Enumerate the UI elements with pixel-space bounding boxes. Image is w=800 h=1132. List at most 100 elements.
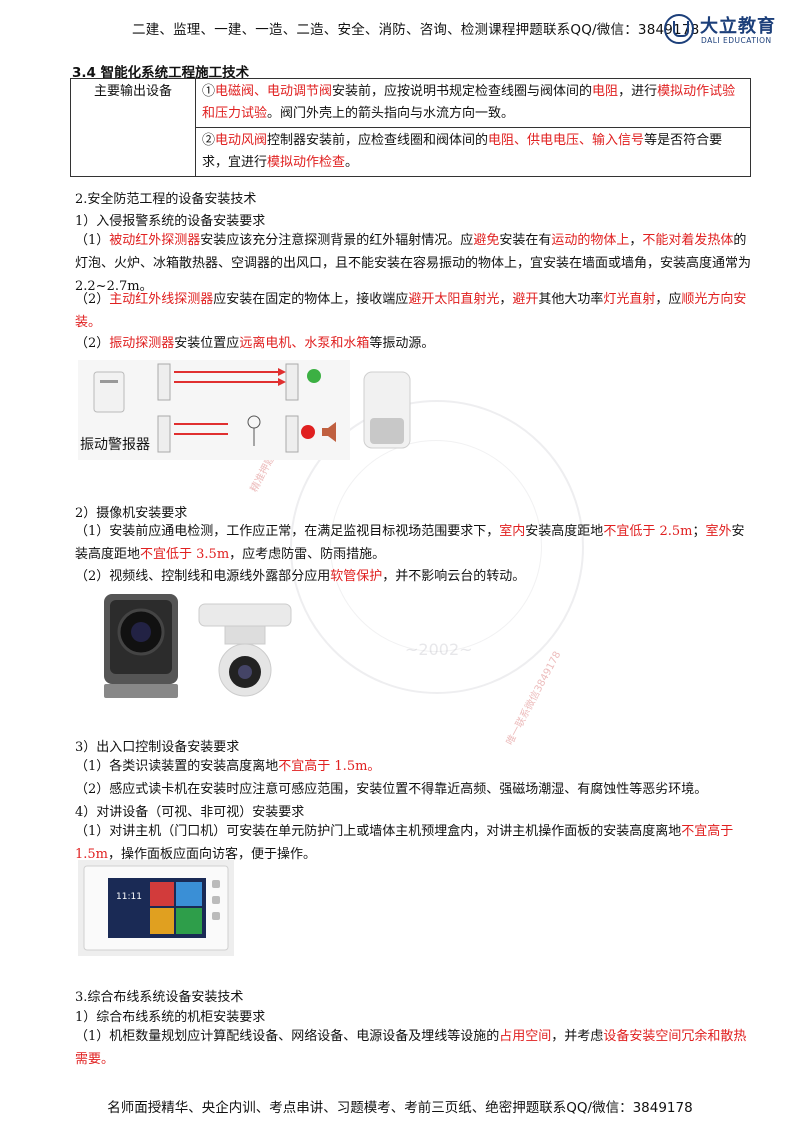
highlight-text: 顺光方向安装。: [75, 292, 747, 330]
body-text: 安装高度距地: [75, 524, 745, 562]
table-row-valve: ①电磁阀、电动调节阀安装前，应按说明书规定检查线圈与阀体间的电阻，进行模拟动作试…: [195, 78, 751, 128]
body-text: 应安装在固定的物体上，接收端应: [213, 292, 409, 307]
sec2-p4: （1）安装前应通电检测，工作应正常，在满足监视目标视场范围要求下，室内安装高度距…: [75, 520, 751, 566]
body-text: ②: [202, 133, 216, 148]
watermark-year: ~2002~: [405, 640, 473, 659]
sec2-p8: （1）对讲主机（门口机）可安装在单元防护门上或墙体主机预埋盒内，对讲主机操作面板…: [75, 820, 751, 866]
body-text: （1）各类识读装置的安装高度离地: [75, 759, 279, 774]
highlight-text: 电阻: [592, 84, 619, 99]
body-text: 安装应该充分注意探测背景的红外辐射情况。应: [200, 233, 474, 248]
highlight-text: 占用空间: [499, 1029, 552, 1044]
body-text: （1）: [75, 233, 110, 248]
pir-detector-svg: [363, 371, 411, 449]
highlight-text: 避开太阳直射光: [408, 292, 500, 307]
highlight-text: 模拟动作检查: [267, 155, 346, 170]
body-text: ，: [629, 233, 643, 248]
body-text: 安装高度距地: [525, 524, 604, 539]
sec2-p1: （1）被动红外探测器安装应该充分注意探测背景的红外辐射情况。应避免安装在有运动的…: [75, 229, 751, 298]
speaker-icon: [322, 422, 336, 442]
intruder-figure-icon: [247, 415, 261, 429]
alarm-diagram-svg: [93, 363, 336, 453]
body-text: ，应: [655, 292, 682, 307]
logo-en-text: DALI EDUCATION: [701, 36, 772, 45]
body-text: （2）: [75, 336, 110, 351]
body-text: ①: [202, 84, 216, 99]
highlight-text: 被动红外探测器: [109, 233, 201, 248]
body-text: ，并考虑: [551, 1029, 604, 1044]
page-header: 二建、监理、一建、一造、二造、安全、消防、咨询、检测课程押题联系QQ/微信：38…: [0, 14, 800, 45]
body-text: 的灯泡、火炉、冰箱散热器、空调器的出风口，且不能安装在容易振动的物体上，宜安装在…: [75, 233, 752, 294]
highlight-text: 不宜低于 2.5m: [603, 524, 693, 539]
highlight-text: 室内: [499, 524, 526, 539]
body-text: ，应考虑防雷、防雨措施。: [229, 547, 386, 562]
body-text: （2）: [75, 292, 110, 307]
sec2-p7: （2）感应式读卡机在安装时应注意可感应范围，安装位置不得靠近高频、强磁场潮湿、有…: [75, 782, 708, 797]
header-promo-text: 二建、监理、一建、一造、二造、安全、消防、咨询、检测课程押题联系QQ/微信：38…: [132, 22, 700, 38]
highlight-text: 主动红外线探测器: [109, 292, 214, 307]
highlight-text: 模拟动作试验和压力试验: [202, 84, 736, 121]
intercom-panel-svg: [83, 865, 229, 951]
watermark-seal-inner-ring: [330, 440, 542, 652]
transmitter-box-bottom: [157, 415, 171, 453]
highlight-text: 灯光直射: [603, 292, 656, 307]
ptz-camera-svg: [104, 594, 178, 698]
body-text: ；: [692, 524, 706, 539]
sec2-title: 2.安全防范工程的设备安装技术: [75, 192, 257, 207]
body-text: （1）机柜数量规划应计算配线设备、网络设备、电源设备及埋线等设施的: [75, 1029, 500, 1044]
output-device-table: 主要输出设备 ①电磁阀、电动调节阀安装前，应按说明书规定检查线圈与阀体间的电阻，…: [70, 78, 751, 177]
sec3-p1: （1）机柜数量规划应计算配线设备、网络设备、电源设备及埋线等设施的占用空间，并考…: [75, 1025, 751, 1071]
body-text: 安装前，应按说明书规定检查线圈与阀体间的: [332, 84, 593, 99]
table-label-cell: 主要输出设备: [70, 78, 196, 177]
body-text: 。: [345, 155, 359, 170]
body-text: 等是否符合要求，宜进行: [202, 133, 723, 170]
highlight-text: 电磁阀、电动调节阀: [215, 84, 333, 99]
pir-detector-image: [360, 370, 415, 452]
highlight-text: 避免: [473, 233, 500, 248]
sec2-sub3: 3）出入口控制设备安装要求: [75, 740, 240, 755]
sec2-sub2: 2）摄像机安装要求: [75, 506, 188, 521]
highlight-text: 不宜高于 1.5m: [75, 824, 734, 862]
vibration-alarm-device: [93, 371, 125, 413]
body-text: 其他大功率: [538, 292, 604, 307]
dome-camera-svg: [198, 603, 292, 697]
sec2-sub4: 4）对讲设备（可视、非可视）安装要求: [75, 805, 305, 820]
sec2-p6: （1）各类识读装置的安装高度离地不宜高于 1.5m。: [75, 755, 751, 778]
highlight-text: 远离电机、水泵和水箱: [239, 336, 370, 351]
ptz-camera-image: [100, 590, 182, 702]
body-text: 。阀门外壳上的箭头指向与水流方向一致。: [267, 106, 515, 121]
transmitter-box-top: [157, 363, 171, 401]
sec2-p5: （2）视频线、控制线和电源线外露部分应用软管保护，并不影响云台的转动。: [75, 565, 751, 588]
red-alarm-icon: [301, 425, 315, 439]
highlight-text: 电动风阀: [215, 133, 268, 148]
sec3-title: 3.综合布线系统设备安装技术: [75, 990, 244, 1005]
section-title: 3.4 智能化系统工程施工技术: [72, 65, 250, 81]
body-text: （2）视频线、控制线和电源线外露部分应用: [75, 569, 331, 584]
sec3-sub1: 1）综合布线系统的机柜安装要求: [75, 1010, 266, 1025]
highlight-text: 振动探测器: [109, 336, 175, 351]
highlight-text: 软管保护: [330, 569, 383, 584]
green-indicator-icon: [307, 369, 321, 383]
highlight-text: 不能对着发热体: [642, 233, 734, 248]
highlight-text: 室外: [705, 524, 732, 539]
highlight-text: 运动的物体上: [551, 233, 630, 248]
highlight-text: 避开: [512, 292, 539, 307]
highlight-text: 设备安装空间冗余和散热需要。: [75, 1029, 747, 1067]
highlight-text: 不宜高于 1.5m。: [278, 759, 381, 774]
dali-logo: 大立教育 DALI EDUCATION: [664, 14, 784, 50]
intercom-panel-image: 11:11: [78, 860, 234, 956]
receiver-box-top: [285, 363, 299, 401]
receiver-box-bottom: [285, 415, 299, 453]
body-text: （1）安装前应通电检测，工作应正常，在满足监视目标视场范围要求下，: [75, 524, 500, 539]
body-text: ，操作面板应面向访客，便于操作。: [108, 847, 317, 862]
body-text: ，并不影响云台的转动。: [382, 569, 526, 584]
page-footer: 名师面授精华、央企内训、考点串讲、习题模考、考前三页纸、绝密押题联系QQ/微信：…: [107, 1100, 693, 1116]
body-text: ，: [499, 292, 513, 307]
body-text: ，进行: [618, 84, 658, 99]
table-row-damper: ②电动风阀控制器安装前，应检查线圈和阀体间的电阻、供电电压、输入信号等是否符合要…: [195, 127, 751, 177]
sec2-sub1: 1）入侵报警系统的设备安装要求: [75, 214, 266, 229]
dome-camera-image: [195, 600, 295, 700]
alarm-diagram-image: 振动警报器: [78, 360, 350, 460]
body-text: 等振动源。: [369, 336, 435, 351]
highlight-text: 不宜低于 3.5m: [140, 547, 230, 562]
body-text: 控制器安装前，应检查线圈和阀体间的: [267, 133, 489, 148]
